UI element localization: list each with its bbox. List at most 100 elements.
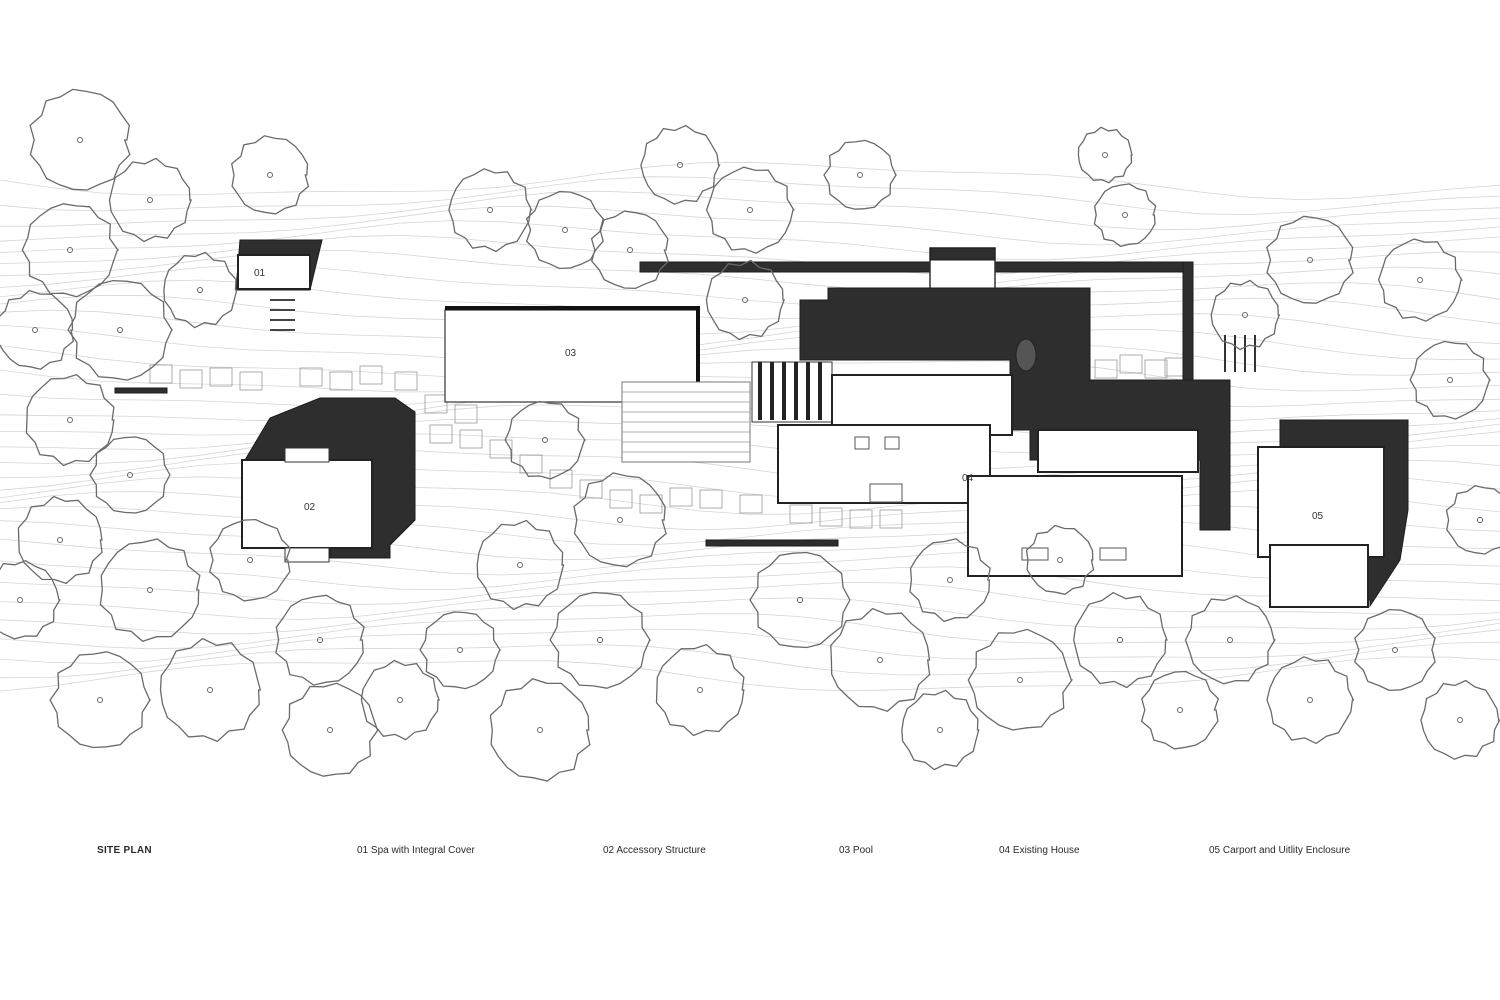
tree-canopy <box>99 538 201 643</box>
carport-label: 05 <box>1312 511 1324 522</box>
tree-canopy <box>208 518 291 602</box>
tree-trunk <box>947 577 953 583</box>
tree-canopy <box>230 135 310 215</box>
tree-trunk <box>1242 312 1248 318</box>
tree-canopy <box>1077 126 1133 184</box>
tree-trunk <box>597 637 603 643</box>
tree-canopy <box>163 251 238 329</box>
spa-label: 01 <box>254 268 266 279</box>
tree-canopy <box>275 594 365 686</box>
tree-trunk <box>487 207 493 213</box>
tree-trunk <box>1417 277 1423 283</box>
tree-canopy <box>1184 595 1276 685</box>
tree-trunk <box>117 327 123 333</box>
legend-item-carport: 05 Carport and Uitlity Enclosure <box>1209 845 1351 856</box>
tree-canopy <box>590 210 670 290</box>
tree-canopy <box>573 472 667 568</box>
tree-trunk <box>17 597 23 603</box>
tree-trunk <box>857 172 863 178</box>
tree-canopy <box>823 139 898 210</box>
tree-canopy <box>360 659 441 741</box>
tree-trunk <box>327 727 333 733</box>
tree-canopy <box>0 559 61 640</box>
stepping-stones <box>149 354 1188 529</box>
tree-canopy <box>655 643 745 737</box>
tree-canopy <box>476 519 565 611</box>
tree-canopy <box>0 289 75 370</box>
tree-canopy <box>909 538 991 623</box>
tree-trunk <box>1227 637 1233 643</box>
tree-trunk <box>877 657 883 663</box>
tree-canopy <box>901 689 980 771</box>
tree-canopy <box>1377 238 1463 322</box>
tree-canopy <box>1353 608 1436 692</box>
carport: 05 <box>1224 335 1409 608</box>
tree-canopy <box>705 259 786 341</box>
tree-canopies <box>0 88 1500 782</box>
tree-canopy <box>549 591 652 689</box>
tree-trunk <box>247 557 253 563</box>
tree-trunk <box>147 197 153 203</box>
legend-item-house: 04 Existing House <box>999 845 1080 856</box>
tree-trunk <box>1457 717 1463 723</box>
tree-trunk <box>67 417 73 423</box>
tree-canopy <box>21 203 120 298</box>
tree-canopy <box>640 124 721 205</box>
tree-canopy <box>749 551 851 649</box>
tree-canopy <box>17 495 103 585</box>
tree-trunk <box>77 137 83 143</box>
tree-canopy <box>1073 591 1168 689</box>
tree-trunk <box>1122 212 1128 218</box>
legend-title: SITE PLAN <box>97 845 152 856</box>
existing-house: 04 <box>639 247 1231 577</box>
tree-trunk <box>32 327 38 333</box>
legend-item-pool: 03 Pool <box>839 845 873 856</box>
house-label: 04 <box>962 473 974 484</box>
tree-trunk <box>1177 707 1183 713</box>
tree-trunk <box>147 587 153 593</box>
legend: SITE PLAN 01 Spa with Integral Cover 02 … <box>0 845 1500 865</box>
legend-item-spa: 01 Spa with Integral Cover <box>357 845 475 856</box>
tree-canopy <box>1266 656 1355 745</box>
tree-trunk <box>127 472 133 478</box>
accessory-structure: 02 <box>241 397 416 563</box>
tree-canopy <box>448 168 533 253</box>
tree-trunk <box>1447 377 1453 383</box>
spa: 01 <box>114 239 323 394</box>
tree-trunk <box>747 207 753 213</box>
tree-trunk <box>1057 557 1063 563</box>
tree-trunk <box>542 437 548 443</box>
tree-canopy <box>49 651 152 749</box>
tree-trunk <box>537 727 543 733</box>
tree-trunk <box>1017 677 1023 683</box>
tree-trunk <box>97 697 103 703</box>
tree-canopy <box>1093 183 1157 248</box>
pool: 03 <box>444 306 751 463</box>
tree-canopy <box>419 611 502 690</box>
tree-trunk <box>197 287 203 293</box>
tree-canopy <box>1409 340 1492 420</box>
tree-canopy <box>89 436 171 514</box>
tree-trunk <box>317 637 323 643</box>
tree-trunk <box>627 247 633 253</box>
tree-canopy <box>525 190 604 270</box>
tree-trunk <box>937 727 943 733</box>
tree-canopy <box>504 400 587 480</box>
tree-trunk <box>1102 152 1108 158</box>
tree-trunk <box>207 687 213 693</box>
tree-trunk <box>57 537 63 543</box>
tree-canopy <box>489 677 591 782</box>
tree-trunk <box>1307 257 1313 263</box>
tree-trunk <box>1307 697 1313 703</box>
tree-trunk <box>267 172 273 178</box>
tree-trunk <box>397 697 403 703</box>
pool-label: 03 <box>565 348 577 359</box>
tree-trunk <box>797 597 803 603</box>
tree-trunk <box>1117 637 1123 643</box>
tree-trunk <box>517 562 523 568</box>
tree-canopy <box>705 166 795 254</box>
tree-canopy <box>830 607 931 713</box>
tree-canopy <box>1420 679 1500 760</box>
legend-item-accessory: 02 Accessory Structure <box>603 845 706 856</box>
tree-trunk <box>1392 647 1398 653</box>
